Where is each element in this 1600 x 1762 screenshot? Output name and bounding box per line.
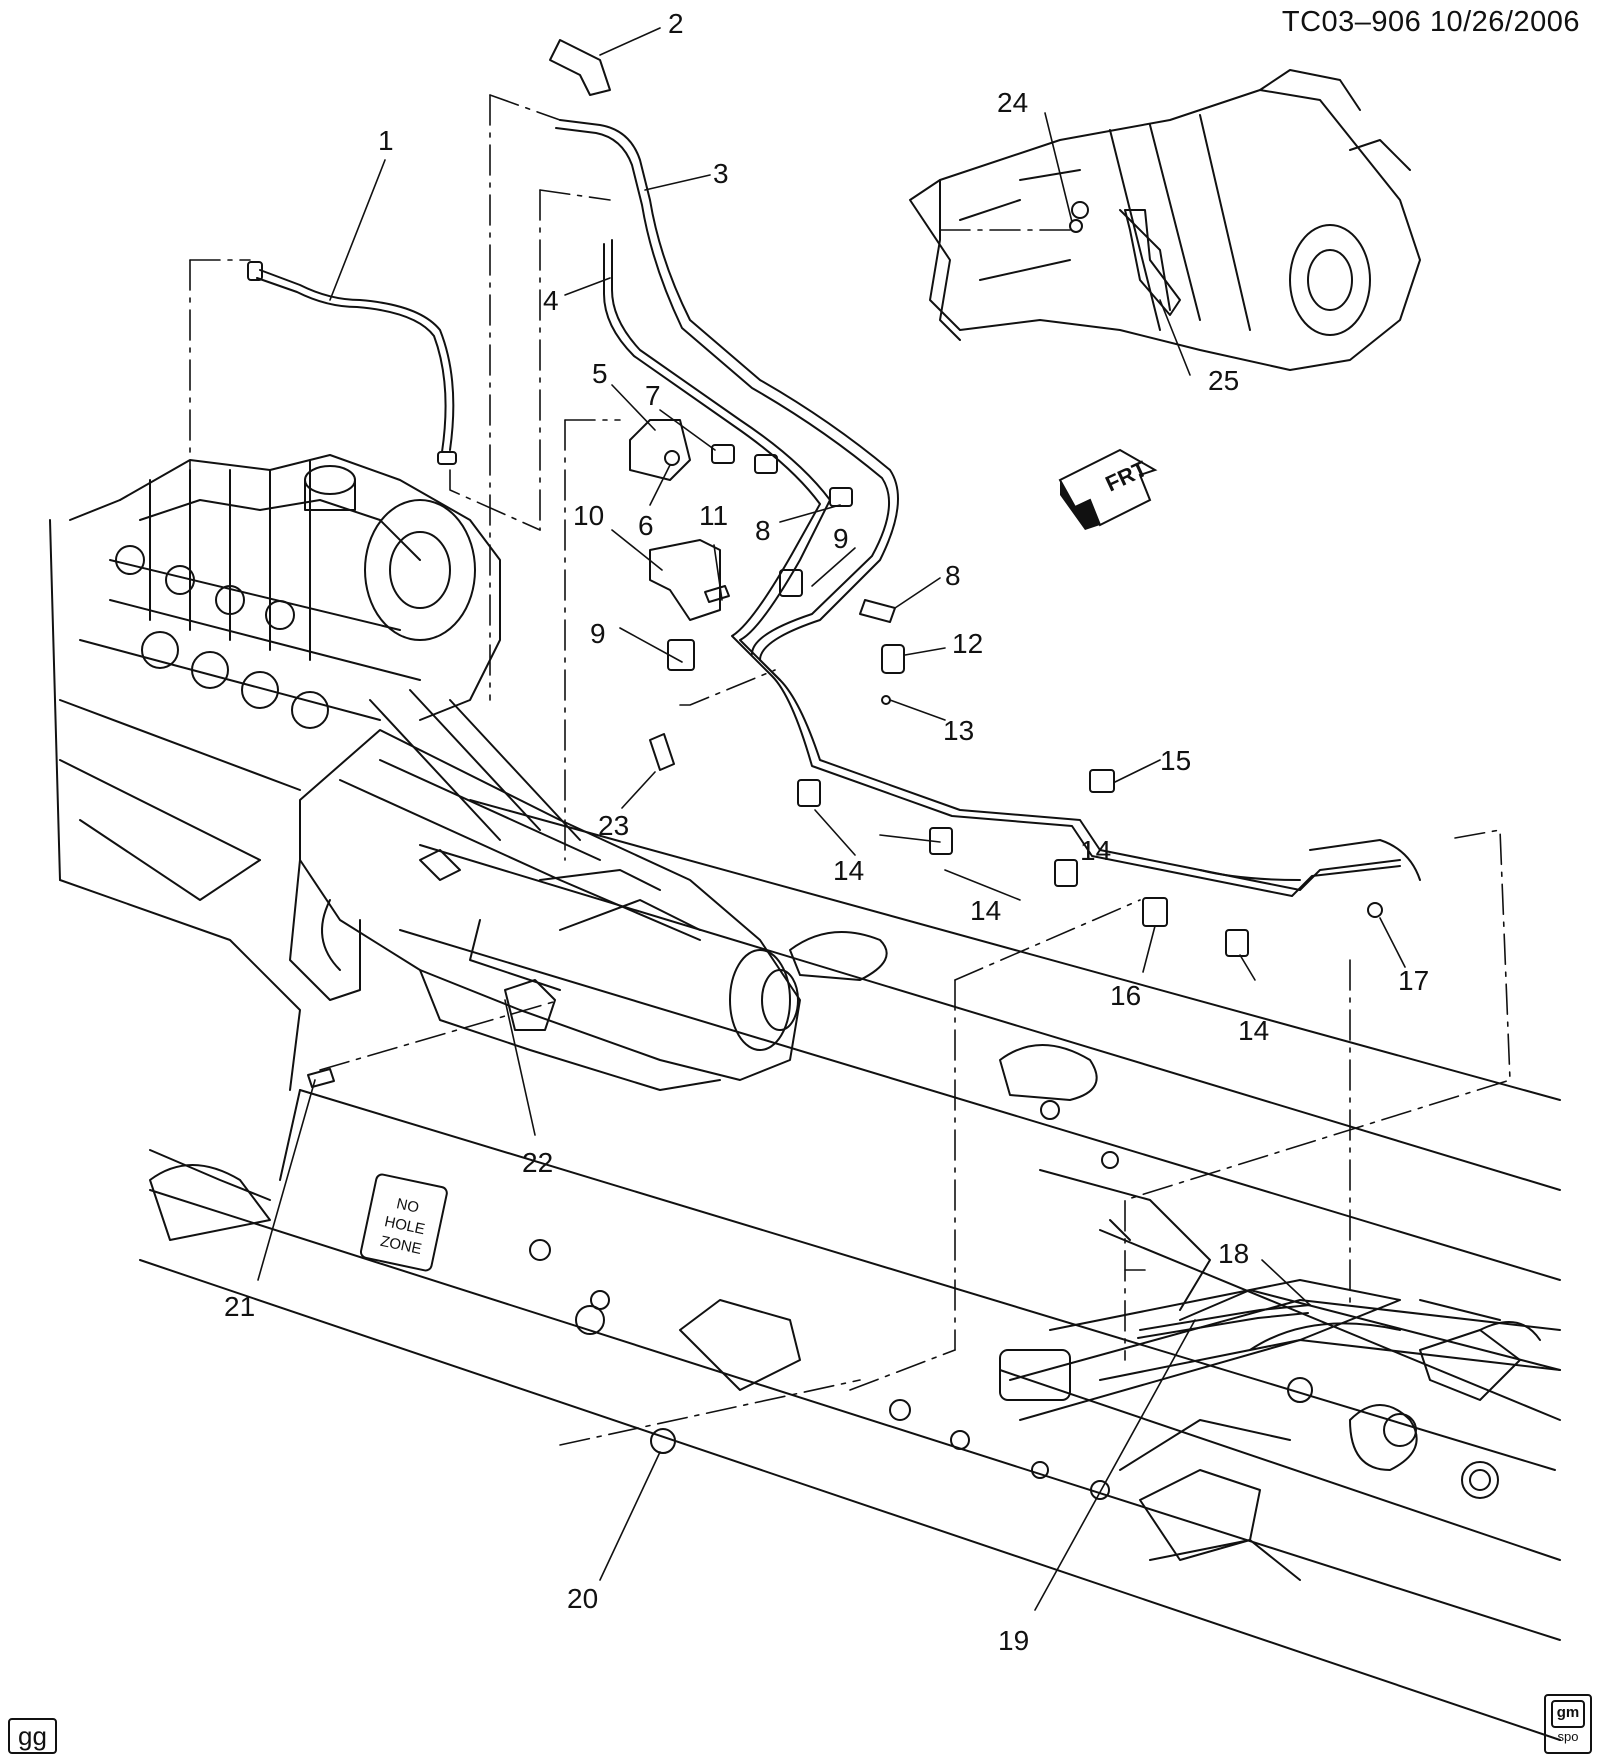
callout-9-upper: 9 bbox=[833, 523, 849, 554]
callout-labels: 1 2 3 4 5 6 7 8 8 9 9 10 11 12 13 14 14 … bbox=[224, 8, 1429, 1656]
small-parts bbox=[307, 39, 1383, 1454]
transmission-assembly bbox=[289, 689, 801, 1091]
callout-15: 15 bbox=[1160, 745, 1191, 776]
stamp-line-1: NO bbox=[395, 1195, 421, 1216]
callout-1: 1 bbox=[378, 125, 394, 156]
callout-14-c: 14 bbox=[1238, 1015, 1269, 1046]
engine-assembly bbox=[49, 454, 501, 901]
callout-12: 12 bbox=[952, 628, 983, 659]
rear-chassis-detail bbox=[999, 1279, 1541, 1471]
callout-13: 13 bbox=[943, 715, 974, 746]
direction-arrow-icon: FRT bbox=[1058, 448, 1158, 530]
inset-transfer-case bbox=[909, 69, 1421, 371]
guide-lines bbox=[189, 94, 1511, 1446]
callout-8-upper: 8 bbox=[755, 515, 771, 546]
callout-20: 20 bbox=[567, 1583, 598, 1614]
callout-3: 3 bbox=[713, 158, 729, 189]
callout-14-a: 14 bbox=[833, 855, 864, 886]
logo-gm: gm bbox=[1551, 1700, 1585, 1728]
gm-spo-logo: gm spo bbox=[1544, 1694, 1592, 1754]
cooler-lines bbox=[247, 119, 1421, 1339]
leader-lines bbox=[257, 27, 1406, 1611]
callout-4: 4 bbox=[543, 285, 559, 316]
document-id: TC03–906 10/26/2006 bbox=[1281, 6, 1580, 38]
callout-21: 21 bbox=[224, 1291, 255, 1322]
callout-18: 18 bbox=[1218, 1238, 1249, 1269]
callout-14-b: 14 bbox=[970, 895, 1001, 926]
frame-rails bbox=[59, 799, 1561, 1741]
callout-24: 24 bbox=[997, 87, 1028, 118]
callout-25: 25 bbox=[1208, 365, 1239, 396]
callout-11: 11 bbox=[699, 500, 728, 531]
callout-6: 6 bbox=[638, 510, 654, 541]
callout-17: 17 bbox=[1398, 965, 1429, 996]
no-hole-zone-stamp: NO HOLE ZONE bbox=[359, 1173, 448, 1272]
callout-23: 23 bbox=[598, 810, 629, 841]
callout-14-d: 14 bbox=[1080, 835, 1111, 866]
callout-2: 2 bbox=[668, 8, 684, 39]
callout-7: 7 bbox=[645, 380, 661, 411]
callout-16: 16 bbox=[1110, 980, 1141, 1011]
callout-22: 22 bbox=[522, 1147, 553, 1178]
callout-5: 5 bbox=[592, 358, 608, 389]
callout-8-lower: 8 bbox=[945, 560, 961, 591]
callout-9-lower: 9 bbox=[590, 618, 606, 649]
callout-19: 19 bbox=[998, 1625, 1029, 1656]
callout-10: 10 bbox=[573, 500, 604, 531]
corner-tag: gg bbox=[8, 1718, 57, 1754]
logo-spo: spo bbox=[1557, 1729, 1579, 1744]
